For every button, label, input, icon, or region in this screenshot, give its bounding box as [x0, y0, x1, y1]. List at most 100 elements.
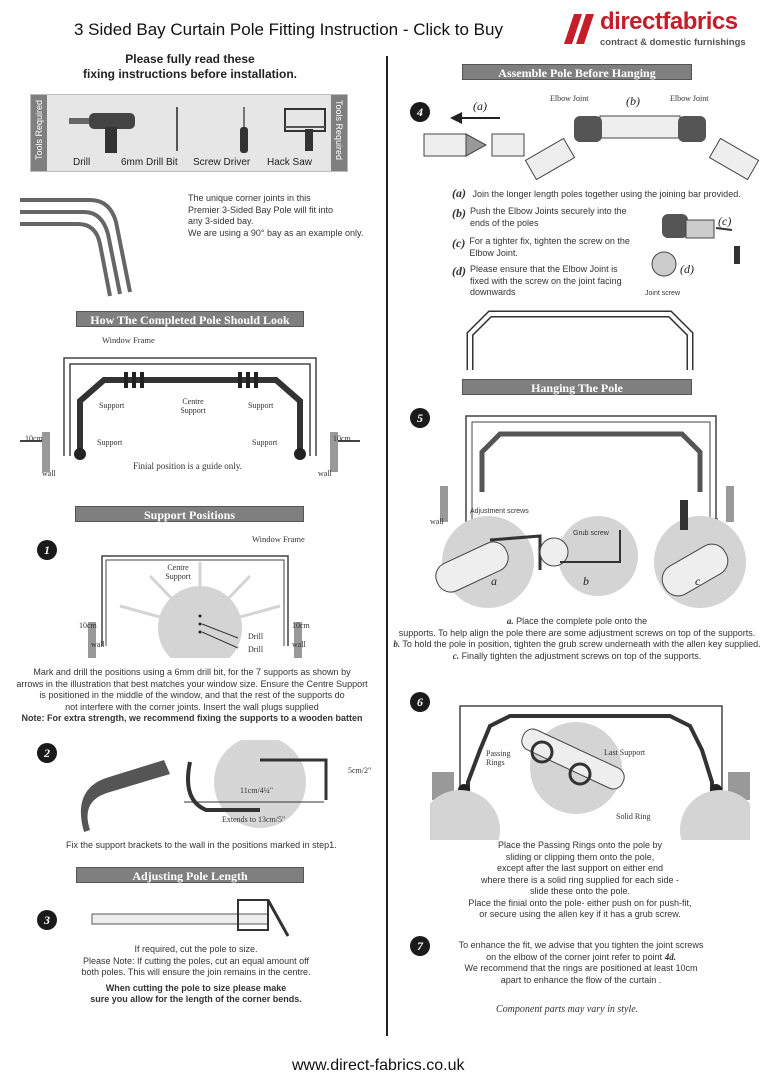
support-positions-diagram — [88, 555, 302, 658]
step4-item-b-key: (b) — [452, 206, 466, 220]
step5-key-a: a. — [506, 616, 514, 626]
page-title[interactable]: 3 Sided Bay Curtain Pole Fitting Instruc… — [74, 20, 503, 39]
dim-5cm: 5cm/2" — [348, 766, 372, 775]
unique-line-2: Premier 3-Sided Bay Pole will fit into — [188, 204, 334, 215]
step-3-number: 3 — [37, 910, 57, 930]
step4-item-a-text: Join the longer length poles together us… — [472, 189, 741, 199]
adjustment-screws-label: Adjustment screws — [470, 508, 529, 515]
step4-d: (d) — [680, 262, 694, 276]
section-adjusting-pole: Adjusting Pole Length — [76, 867, 304, 883]
step6-line-2: sliding or clipping them onto the pole, — [505, 851, 655, 862]
step7-line-2-text: on the elbow of the corner joint refer t… — [486, 951, 663, 962]
support-label-3: Support — [97, 438, 123, 447]
support-details-diagram — [435, 500, 746, 608]
step5-label-a: a — [491, 574, 497, 588]
step5-text: a. Place the complete pole onto the supp… — [390, 616, 764, 662]
step4-b: (b) — [626, 94, 640, 108]
step4-item-c: (c) For a tighter fix, tighten the screw… — [452, 236, 632, 259]
section-support-positions: Support Positions — [75, 506, 304, 522]
logo-mark-icon — [564, 14, 594, 44]
tool-screwdriver: Screw Driver — [193, 157, 251, 168]
step-4-number: 4 — [410, 102, 430, 122]
step6-line-7: or secure using the allen key if it has … — [479, 909, 681, 919]
step3-bold-1: When cutting the pole to size please mak… — [105, 982, 287, 993]
step4-item-d: (d) Please ensure that the Elbow Joint i… — [452, 264, 628, 299]
step4-item-c-text: For a tighter fix, tighten the screw on … — [469, 236, 630, 258]
wall-left: wall — [42, 469, 56, 478]
brand-logo[interactable]: directfabrics contract & domestic furnis… — [560, 8, 760, 48]
step1-10cm-left: 10cm — [79, 621, 97, 630]
step6-line-3: except after the last support on either … — [496, 863, 664, 873]
passing-rings-label: Passing Rings — [486, 749, 511, 767]
step3-line-1: If required, cut the pole to size. — [134, 944, 258, 954]
step4-item-a-key: (a) — [452, 186, 466, 200]
step5-line-c: c. Finally tighten the adjustment screws… — [390, 651, 764, 663]
intro-line-2: fixing instructions before installation. — [82, 67, 298, 81]
step1-centre-support: Centre Support — [165, 563, 191, 581]
step-1-number: 1 — [37, 540, 57, 560]
support-label-2: Support — [248, 401, 274, 410]
elbow-joint-detail — [651, 214, 740, 277]
step1-line-3: is positioned in the middle of the windo… — [39, 690, 345, 700]
step4-item-b: (b) Push the Elbow Joints securely into … — [452, 206, 632, 229]
step4-item-d-key: (d) — [452, 264, 466, 278]
assembled-pole-outline — [466, 310, 694, 370]
drill-icon — [69, 113, 135, 153]
ten-cm-right: 10cm — [333, 434, 351, 443]
step1-window-frame: Window Frame — [252, 534, 305, 544]
hanging-pole-diagram — [440, 415, 734, 522]
section-completed-pole: How The Completed Pole Should Look — [76, 311, 304, 327]
passing-rings-diagram — [430, 705, 750, 840]
step5-text-a: Place the complete pole onto the — [516, 616, 648, 626]
step1-note: Note: For extra strength, we recommend f… — [21, 713, 363, 723]
bay-joint-illustration — [20, 198, 132, 297]
step1-wall-right: wall — [292, 640, 306, 649]
support-label-1: Support — [99, 401, 125, 410]
unique-line-1: The unique corner joints in this — [188, 193, 311, 203]
step5-text-b: To hold the pole in position, tighten th… — [402, 639, 761, 649]
step5-wall-left: wall — [430, 517, 444, 526]
tools-illustration — [69, 107, 326, 153]
component-note: Component parts may vary in style. — [496, 1004, 639, 1015]
step4-item-b-text: Push the Elbow Joints securely into the … — [470, 206, 627, 228]
step6-line-4: where there is a solid ring supplied for… — [480, 874, 680, 885]
step6-line-1: Place the Passing Rings onto the pole by — [497, 840, 663, 850]
tool-drill-bit: 6mm Drill Bit — [121, 157, 178, 168]
intro-heading: Please fully read these fixing instructi… — [40, 52, 340, 82]
hack-saw-icon — [284, 108, 326, 151]
step5-key-b: b. — [393, 639, 401, 649]
step3-text: If required, cut the pole to size. Pleas… — [66, 944, 326, 1006]
tools-side-left — [31, 95, 47, 171]
assemble-pole-diagram — [423, 112, 760, 181]
step-2-number: 2 — [37, 743, 57, 763]
step1-line-1: Mark and drill the positions using a 6mm… — [33, 667, 351, 677]
step5-label-b: b — [583, 574, 589, 588]
wall-right: wall — [318, 469, 332, 478]
step-5-number: 5 — [410, 408, 430, 428]
unique-line-4: We are using a 90° bay as an example onl… — [188, 227, 364, 238]
intro-line-1: Please fully read these — [125, 52, 255, 66]
joint-screw-label: Joint screw — [645, 290, 681, 297]
tools-vertical-right: Tools Required — [334, 99, 344, 161]
footer-url[interactable]: www.direct-fabrics.co.uk — [292, 1057, 465, 1074]
step5-line-a: a. Place the complete pole onto the — [390, 616, 764, 628]
step5-label-c: c — [695, 574, 701, 588]
window-frame-label: Window Frame — [102, 335, 155, 345]
elbow-joint-label-2: Elbow Joint — [670, 94, 709, 103]
finial-note: Finial position is a guide only. — [133, 461, 242, 471]
screwdriver-icon — [240, 107, 248, 153]
step5-text-c: Finally tighten the adjustment screws on… — [461, 650, 702, 661]
step7-line-4: apart to enhance the flow of the curtain… — [500, 974, 662, 985]
drill-label-1: Drill — [248, 632, 264, 641]
elbow-joint-label-1: Elbow Joint — [550, 94, 589, 103]
dim-11cm: 11cm/4¼" — [240, 786, 273, 795]
support-label-4: Support — [252, 438, 278, 447]
step1-10cm-right: 10cm — [292, 621, 310, 630]
step4-c: (c) — [718, 214, 732, 228]
step4-item-c-key: (c) — [452, 236, 466, 250]
step2-text: Fix the support brackets to the wall in … — [66, 840, 337, 850]
column-divider — [386, 56, 388, 1036]
unique-line-3: any 3-sided bay. — [188, 216, 254, 226]
ten-cm-left: 10cm — [25, 434, 43, 443]
step4-a: (a) — [473, 99, 487, 113]
